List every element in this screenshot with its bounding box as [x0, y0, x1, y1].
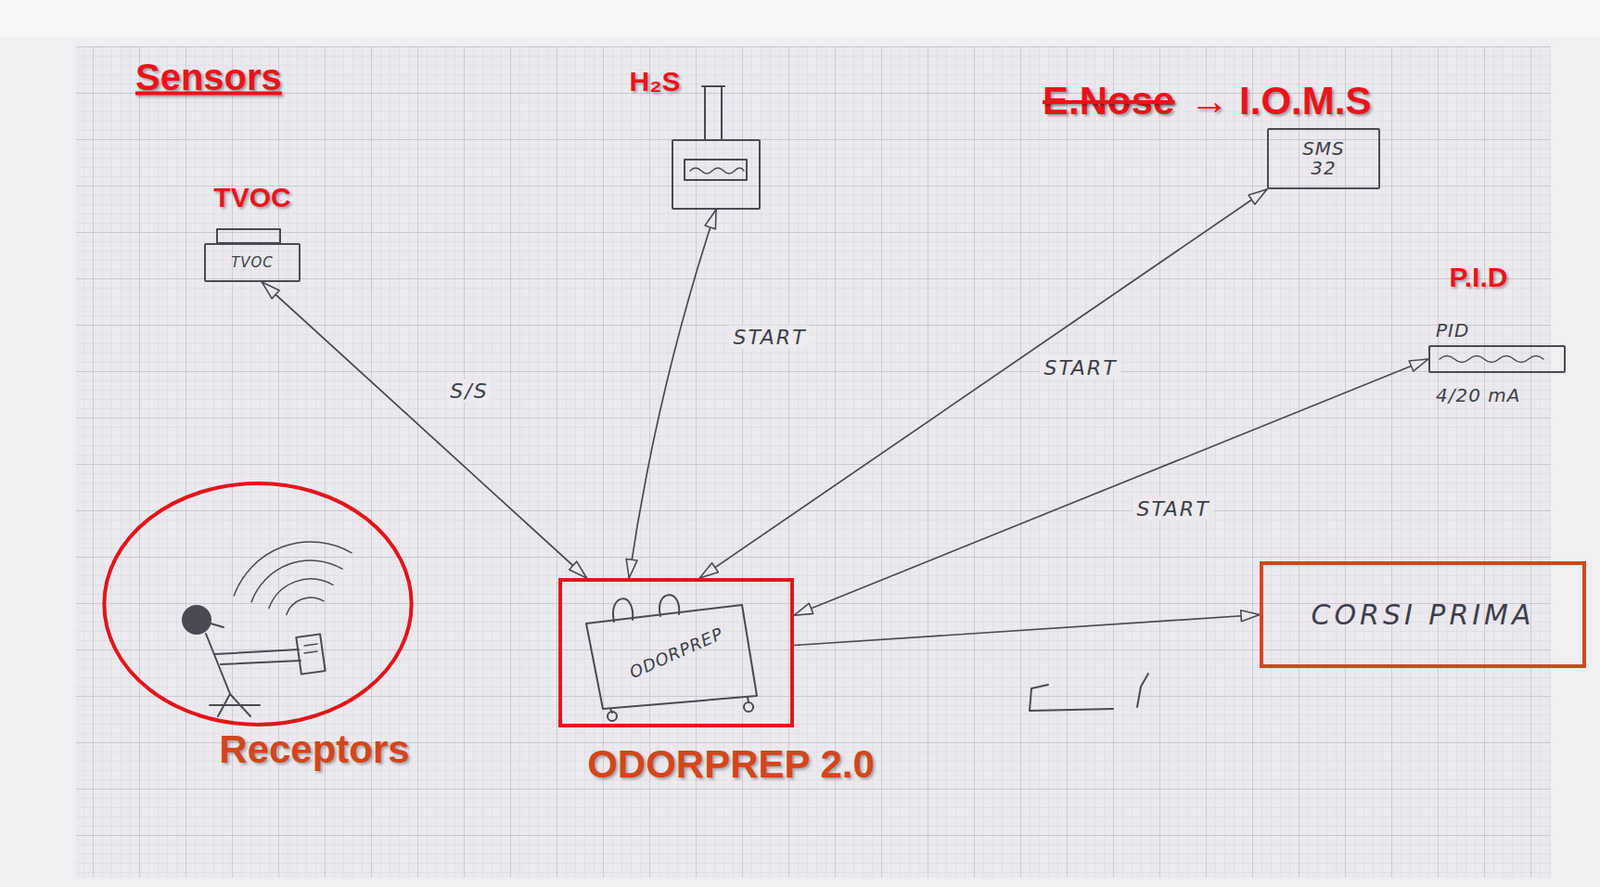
sensor-heading: H₂S: [628, 65, 680, 98]
laptop-sketch: [1029, 684, 1114, 711]
handheld-device: [295, 633, 325, 674]
signal-wave: [251, 560, 343, 602]
handwritten-label: SMS 32: [1297, 139, 1350, 179]
connector-arrow: [699, 189, 1268, 578]
handwritten-label: ODORPREP: [626, 623, 726, 682]
sensor-heading: → I.O.M.S: [1189, 78, 1371, 124]
sensor-heading: E.Nose: [1042, 78, 1175, 124]
person-legs: [209, 693, 260, 717]
device-detail: [304, 643, 318, 653]
edge-label: START: [729, 325, 810, 349]
laptop-sketch: [1137, 673, 1149, 707]
node-heading: Receptors: [218, 727, 410, 772]
cart-wheel: [743, 702, 754, 712]
handwritten-label: PID: [1435, 319, 1470, 342]
h2s-sensor: H₂S: [671, 139, 761, 210]
person-arms: [215, 649, 301, 665]
ellipse-outline: [102, 481, 414, 727]
ellipse-outline: [103, 483, 411, 725]
ioms-sensor: E.Nose→ I.O.M.SSMS 32: [1267, 128, 1381, 190]
diagram-title: Sensors: [135, 56, 282, 99]
cart-wheel: [607, 711, 617, 721]
h2s-pipe: [702, 86, 725, 140]
signal-wave: [286, 597, 324, 615]
odorprep-box: ODORPREPODORPREP 2.0: [558, 577, 794, 728]
sensor-heading: TVOC: [213, 181, 291, 214]
connector-arrow: [261, 281, 587, 578]
pencil-sketches: [182, 86, 1544, 721]
signal-wave: [233, 541, 352, 596]
cart-handles: [613, 594, 679, 622]
graph-grid: [76, 46, 1551, 878]
edge-label: S/S: [446, 379, 492, 403]
edge-label: START: [1039, 356, 1121, 380]
connector-arrow: [793, 614, 1260, 646]
h2s-display: [684, 159, 747, 180]
cart-legs: [610, 697, 749, 713]
handwritten-label: 4/20 mA: [1435, 384, 1521, 407]
pid-scribble: [1439, 356, 1544, 363]
output-box: CORSI PRIMA: [1259, 561, 1587, 668]
person-head: [182, 605, 211, 634]
tvoc-sensor: TVOCTVOC: [204, 243, 301, 282]
node-heading: ODORPREP 2.0: [587, 742, 875, 787]
sensor-heading: P.I.D: [1449, 261, 1509, 294]
handwritten-label: CORSI PRIMA: [1310, 598, 1535, 631]
connector-arrow: [628, 209, 717, 578]
edge-label: START: [1132, 497, 1214, 521]
receptors-circle: Receptors: [102, 481, 414, 727]
graph-paper: [76, 46, 1551, 878]
cart-body: [586, 604, 757, 709]
signal-wave: [268, 578, 333, 609]
h2s-scribble: [690, 167, 744, 174]
tvoc-tab: [217, 229, 281, 244]
person-nose: [210, 623, 224, 628]
handwritten-label: TVOC: [230, 254, 274, 271]
pid-sensor: P.I.DPID4/20 mA: [1428, 345, 1566, 373]
connector-arrow: [793, 358, 1429, 615]
top-band: [0, 0, 1600, 38]
